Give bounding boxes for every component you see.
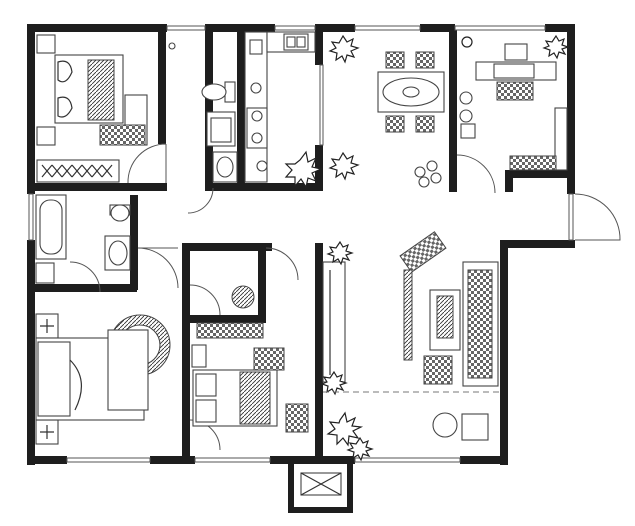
sink-icon — [283, 33, 309, 51]
room-toilet-top — [168, 42, 238, 183]
dining-table-icon — [377, 51, 445, 133]
room-bedroom-top-left — [36, 34, 148, 183]
stove-icon — [246, 107, 268, 149]
walls — [27, 24, 575, 513]
room-living — [320, 231, 499, 396]
bathtub-icon — [35, 194, 67, 260]
wardrobe — [36, 159, 120, 183]
room-dining — [328, 34, 445, 188]
room-study — [459, 34, 570, 171]
plant-icon — [284, 150, 323, 189]
room-master-bedroom — [35, 313, 171, 445]
room-bedroom-middle — [191, 344, 309, 433]
toilet-icon — [109, 204, 131, 222]
door-swing-icon — [127, 143, 167, 184]
sofa-icon — [399, 231, 499, 387]
bed-icon — [54, 54, 124, 124]
sink-icon — [212, 151, 238, 183]
plant-icon — [326, 411, 374, 462]
room-balcony — [300, 391, 500, 496]
desk-icon — [475, 43, 557, 101]
door-swings — [69, 143, 621, 451]
windows — [28, 25, 574, 463]
decor-flowers — [414, 160, 442, 188]
balcony-box — [300, 472, 342, 496]
room-bathroom-left — [35, 194, 131, 284]
rug — [107, 314, 171, 411]
plant-icon — [320, 240, 354, 396]
plant-icon — [328, 34, 360, 181]
room-closet — [196, 285, 264, 339]
toilet-icon — [201, 81, 236, 103]
room-kitchen — [244, 31, 324, 189]
bed-icon — [192, 369, 278, 427]
bookshelf — [509, 107, 568, 171]
sink-icon — [104, 235, 131, 271]
